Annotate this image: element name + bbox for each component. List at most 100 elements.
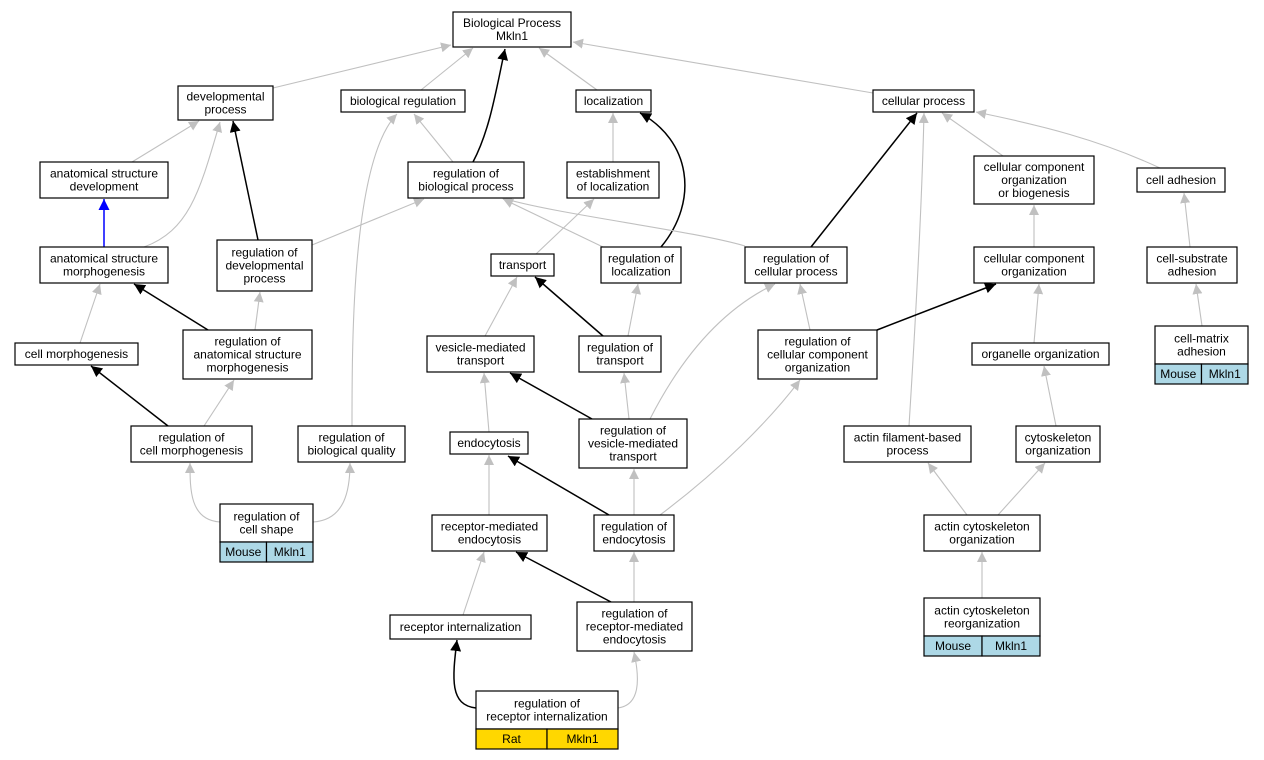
edge-localization-to-bp bbox=[538, 47, 598, 91]
term-label-line: regulation of bbox=[158, 431, 225, 445]
term-box bbox=[757, 329, 878, 380]
edge-reg-rec-endo-to-rec-endo bbox=[515, 551, 612, 603]
edge-reg-loc-to-localization bbox=[639, 112, 686, 248]
term-box bbox=[578, 335, 662, 373]
term-label-line: organelle organization bbox=[981, 347, 1099, 361]
term-label-line: organization bbox=[1001, 173, 1066, 187]
gene-label: Mkln1 bbox=[1209, 367, 1241, 381]
term-label-line: morphogenesis bbox=[63, 265, 145, 279]
edge-anat-dev-to-dev-proc bbox=[131, 120, 200, 163]
term-node-organelle-org[interactable]: organelle organization bbox=[971, 342, 1110, 366]
term-box bbox=[14, 342, 139, 366]
edge-reg-rec-intern-to-reg-rec-endo bbox=[617, 651, 641, 709]
term-node-cell-proc[interactable]: cellular process bbox=[872, 89, 975, 113]
term-node-cell-morph[interactable]: cell morphogenesis bbox=[14, 342, 139, 366]
edge-reg-anat-morph-to-reg-dev bbox=[253, 291, 264, 331]
edge-reg-cell-shape-to-reg-cell-morph bbox=[185, 462, 221, 523]
term-label-line: vesicle-mediated bbox=[435, 341, 525, 355]
term-node-transport[interactable]: transport bbox=[490, 253, 555, 277]
term-node-rec-intern[interactable]: receptor internalization bbox=[389, 614, 532, 640]
edge-reg-ves-to-reg-cell-proc bbox=[649, 283, 776, 420]
term-label-line: transport bbox=[499, 258, 547, 272]
edge-reg-bio-proc-to-bio-reg bbox=[413, 113, 454, 163]
term-box bbox=[575, 89, 652, 113]
edge-actin-cyto-org-to-actin-fil bbox=[927, 462, 968, 516]
term-label-line: regulation of bbox=[231, 246, 298, 260]
gene-cell bbox=[981, 635, 1041, 657]
gene-label: Mkln1 bbox=[274, 545, 306, 559]
term-label-line: process bbox=[204, 103, 246, 117]
term-node-cell-adh[interactable]: cell adhesion bbox=[1136, 167, 1226, 193]
gene-label: Mkln1 bbox=[995, 639, 1027, 653]
term-label-line: cellular component bbox=[984, 252, 1085, 266]
term-node-endocytosis[interactable]: endocytosis bbox=[449, 431, 529, 455]
term-box bbox=[578, 418, 688, 469]
gene-cell bbox=[1200, 363, 1249, 385]
term-label-line: morphogenesis bbox=[206, 361, 288, 375]
term-box bbox=[449, 431, 529, 455]
term-box bbox=[1154, 325, 1249, 365]
term-label-line: endocytosis bbox=[602, 533, 665, 547]
term-label-line: or biogenesis bbox=[998, 186, 1069, 200]
term-box bbox=[593, 514, 675, 552]
species-label: Rat bbox=[502, 732, 521, 746]
edge-reg-endo-to-endocytosis bbox=[507, 455, 610, 516]
term-label-line: Mkln1 bbox=[496, 29, 528, 43]
term-box bbox=[216, 239, 313, 292]
term-label-line: regulation of bbox=[608, 252, 675, 266]
term-node-localization[interactable]: localization bbox=[575, 89, 652, 113]
term-label-line: receptor internalization bbox=[400, 620, 521, 634]
term-label-line: Biological Process bbox=[463, 16, 561, 30]
edge-reg-transport-to-transport bbox=[534, 276, 604, 337]
term-box bbox=[407, 161, 525, 199]
term-box bbox=[177, 85, 274, 121]
edge-transport-to-est-loc bbox=[535, 198, 595, 255]
term-label-line: regulation of bbox=[514, 697, 581, 711]
term-label-line: organization bbox=[785, 361, 850, 375]
edge-cell-adh-to-cell-proc bbox=[975, 109, 1161, 169]
term-label-line: actin filament-based bbox=[854, 431, 961, 445]
edge-rec-intern-to-rec-endo bbox=[462, 551, 486, 616]
term-label-line: cell-matrix bbox=[1174, 332, 1229, 346]
edge-reg-dev-to-dev-proc bbox=[229, 120, 259, 241]
term-node-reg-rec-endo[interactable]: regulation ofreceptor-mediatedendocytosi… bbox=[576, 601, 693, 652]
node-layer: Biological ProcessMkln1developmentalproc… bbox=[14, 11, 1249, 750]
term-label-line: development bbox=[70, 180, 139, 194]
term-label-line: cellular process bbox=[882, 94, 965, 108]
term-label-line: localization bbox=[584, 94, 643, 108]
term-label-line: biological quality bbox=[307, 444, 395, 458]
term-node-bio-reg[interactable]: biological regulation bbox=[340, 89, 466, 113]
term-label-line: cell-substrate bbox=[1156, 252, 1228, 266]
edge-ccobg-to-cell-proc bbox=[941, 112, 1004, 157]
term-box bbox=[843, 425, 972, 463]
term-label-line: cellular component bbox=[984, 160, 1085, 174]
